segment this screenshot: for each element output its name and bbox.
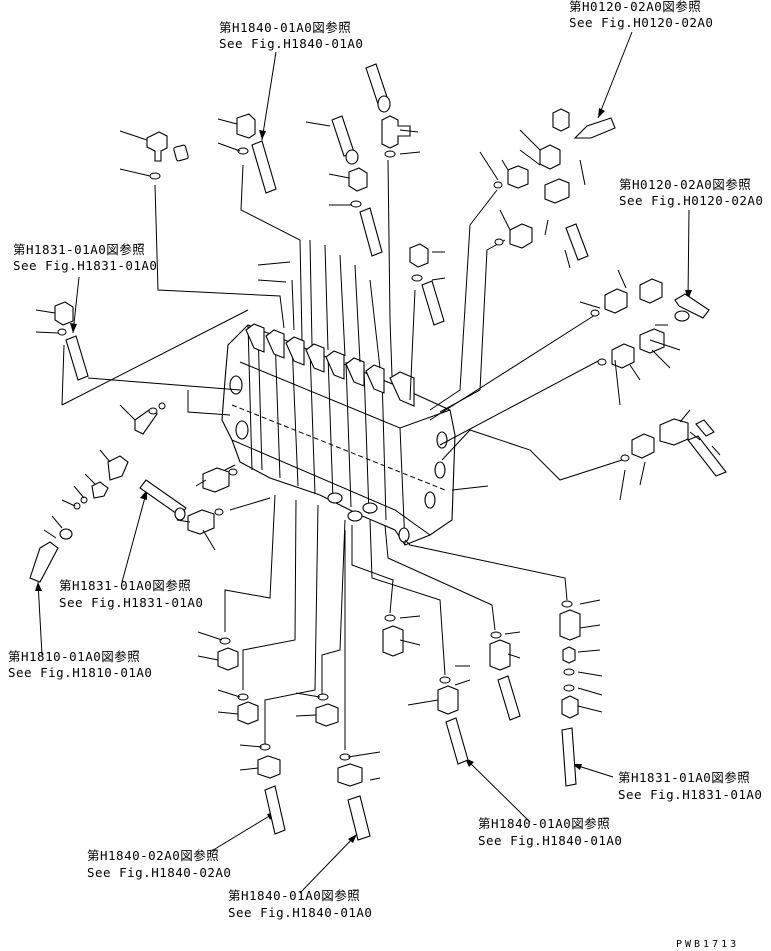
control-valve-body <box>221 323 456 546</box>
ref-bottom-center-right-en: See Fig.H1840-01A0 <box>478 833 622 848</box>
ref-left-middle-en: See Fig.H1831-01A0 <box>59 595 203 610</box>
ref-top-right: 第H0120-02A0図参照 See Fig.H0120-02A0 <box>569 0 713 30</box>
ref-left-upper-en: See Fig.H1831-01A0 <box>13 258 157 273</box>
callout-ticks <box>35 118 721 781</box>
ref-bottom-center: 第H1840-01A0図参照 See Fig.H1840-01A0 <box>228 888 372 920</box>
ref-bottom-right: 第H1831-01A0図参照 See Fig.H1831-01A0 <box>618 770 762 802</box>
ref-bottom-left-jp: 第H1840-02A0図参照 <box>87 848 219 863</box>
ref-top-center-en: See Fig.H1840-01A0 <box>219 36 363 51</box>
drawing-code: PWB1713 <box>676 939 739 950</box>
ref-bottom-center-right: 第H1840-01A0図参照 See Fig.H1840-01A0 <box>478 816 622 848</box>
ref-right-upper-jp: 第H0120-02A0図参照 <box>619 177 751 192</box>
ref-left-lower-jp: 第H1810-01A0図参照 <box>8 649 140 664</box>
ref-top-center: 第H1840-01A0図参照 See Fig.H1840-01A0 <box>219 20 363 51</box>
ref-bottom-left-en: See Fig.H1840-02A0 <box>87 865 231 880</box>
leader-lines <box>61 159 623 750</box>
ref-left-upper: 第H1831-01A0図参照 See Fig.H1831-01A0 <box>13 242 157 273</box>
ref-bottom-center-right-jp: 第H1840-01A0図参照 <box>478 816 610 831</box>
ref-left-middle-jp: 第H1831-01A0図参照 <box>59 578 191 593</box>
ref-top-right-jp: 第H0120-02A0図参照 <box>569 0 701 14</box>
ref-right-upper: 第H0120-02A0図参照 See Fig.H0120-02A0 <box>619 177 763 208</box>
ref-bottom-center-en: See Fig.H1840-01A0 <box>228 905 372 920</box>
ref-bottom-right-en: See Fig.H1831-01A0 <box>618 787 762 802</box>
ref-left-lower-en: See Fig.H1810-01A0 <box>8 665 152 680</box>
ref-top-right-en: See Fig.H0120-02A0 <box>569 15 713 30</box>
ref-bottom-left: 第H1840-02A0図参照 See Fig.H1840-02A0 <box>87 848 231 880</box>
ref-bottom-right-jp: 第H1831-01A0図参照 <box>618 770 750 785</box>
fittings <box>29 63 727 841</box>
ref-left-lower: 第H1810-01A0図参照 See Fig.H1810-01A0 <box>8 649 152 680</box>
ref-top-center-jp: 第H1840-01A0図参照 <box>219 20 351 35</box>
ref-right-upper-en: See Fig.H0120-02A0 <box>619 193 763 208</box>
ref-left-middle: 第H1831-01A0図参照 See Fig.H1831-01A0 <box>59 578 203 610</box>
ref-left-upper-jp: 第H1831-01A0図参照 <box>13 242 145 257</box>
ref-bottom-center-jp: 第H1840-01A0図参照 <box>228 888 360 903</box>
